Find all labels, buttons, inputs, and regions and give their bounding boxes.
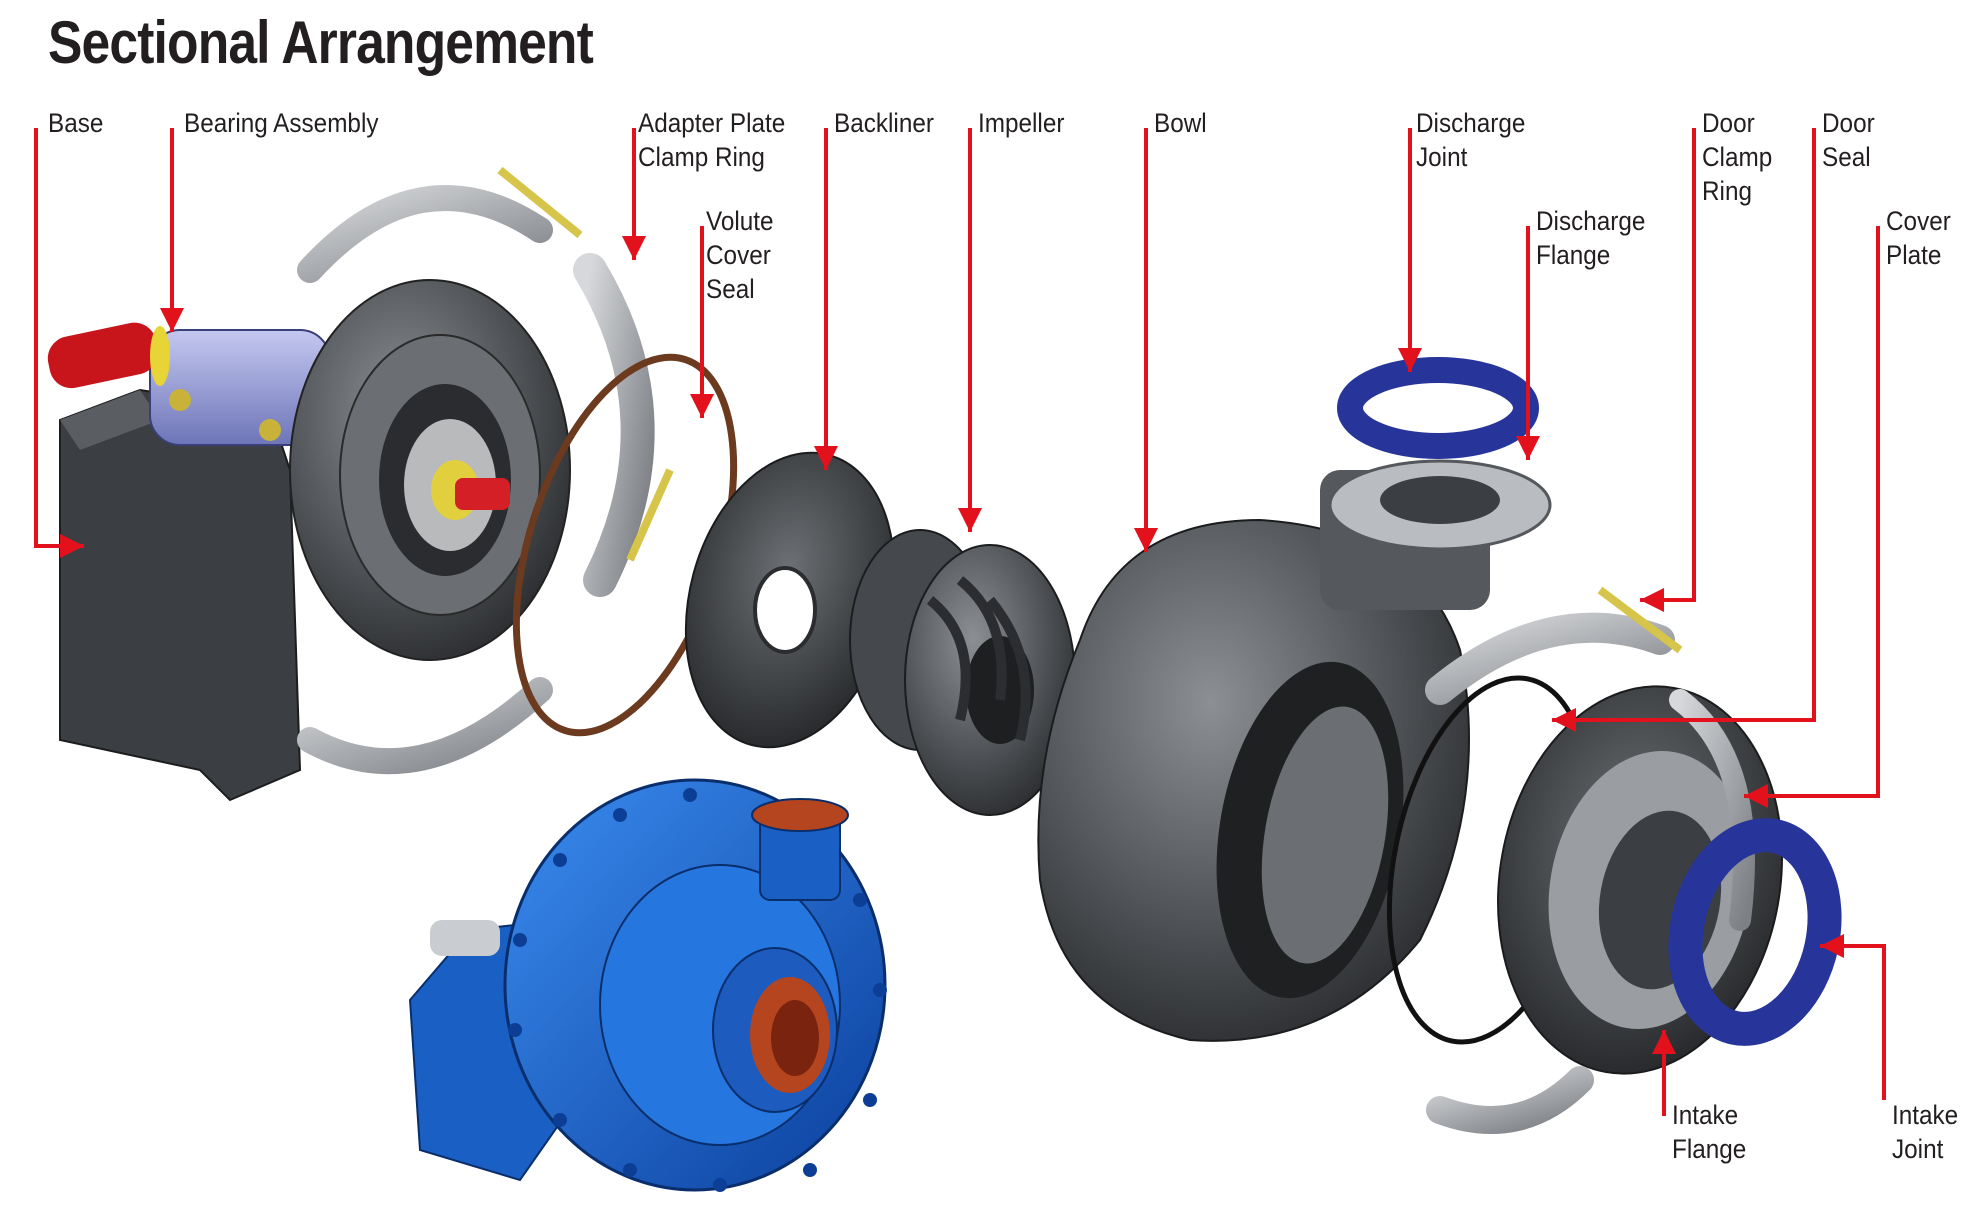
door-clamp-ring: [1425, 612, 1675, 705]
arrowhead-intake-joint: [1820, 934, 1844, 958]
leader-arrowheads: [60, 236, 1844, 1054]
label-adapter-plate-clamp-ring: Adapter Plate Clamp Ring: [638, 108, 786, 172]
arrowhead-cover-plate: [1744, 784, 1768, 808]
arrowhead-discharge-flange: [1516, 436, 1540, 460]
adapter-plate-clamp-ring: [573, 253, 655, 597]
label-cover-plate: Cover Plate: [1886, 206, 1951, 270]
label-intake-joint: Intake Joint: [1892, 1100, 1959, 1164]
discharge-joint: [1337, 357, 1539, 459]
label-impeller: Impeller: [978, 108, 1065, 138]
assembled-pump: [408, 778, 887, 1192]
intake-flange: [1426, 1066, 1594, 1134]
page-title: Sectional Arrangement: [48, 9, 594, 76]
label-bowl: Bowl: [1154, 108, 1207, 138]
label-volute-cover-seal: Volute Cover Seal: [706, 206, 774, 304]
cover-plate: [1497, 685, 1783, 1075]
label-door-seal: Door Seal: [1822, 108, 1875, 172]
arrowhead-door-clamp-ring: [1640, 588, 1664, 612]
discharge-flange: [1328, 459, 1552, 551]
label-discharge-flange: Discharge Flange: [1536, 206, 1646, 270]
label-discharge-joint: Discharge Joint: [1416, 108, 1526, 172]
arrowhead-bowl: [1134, 528, 1158, 552]
leader-line-cover-plate: [1744, 226, 1880, 798]
arrowhead-backliner: [814, 446, 838, 470]
base-clamp-ring-lower: [297, 677, 553, 775]
arrowhead-impeller: [958, 508, 982, 532]
label-bearing-assembly: Bearing Assembly: [184, 108, 379, 138]
arrowhead-intake-flange: [1652, 1030, 1676, 1054]
arrowhead-bearing-assembly: [160, 308, 184, 332]
label-door-clamp-ring: Door Clamp Ring: [1702, 108, 1773, 206]
arrowhead-discharge-joint: [1398, 348, 1422, 372]
shaft-stub: [455, 478, 510, 510]
label-base: Base: [48, 108, 104, 138]
base: [59, 388, 302, 802]
impeller: [849, 529, 1076, 816]
arrowhead-door-seal: [1552, 708, 1576, 732]
backliner: [684, 451, 896, 749]
shaft-end: [47, 322, 159, 389]
leader-line-door-clamp-ring: [1640, 128, 1696, 602]
label-backliner: Backliner: [834, 108, 934, 138]
arrowhead-base: [60, 534, 84, 558]
base-bearing-assembly: [47, 166, 583, 802]
leader-line-door-seal: [1552, 128, 1816, 722]
arrowhead-adapter-plate-clamp-ring: [622, 236, 646, 260]
arrowhead-volute-cover-seal: [690, 394, 714, 418]
label-intake-flange: Intake Flange: [1672, 1100, 1747, 1164]
bowl: [1037, 470, 1490, 1042]
base-clamp-ring-upper: [297, 185, 553, 283]
